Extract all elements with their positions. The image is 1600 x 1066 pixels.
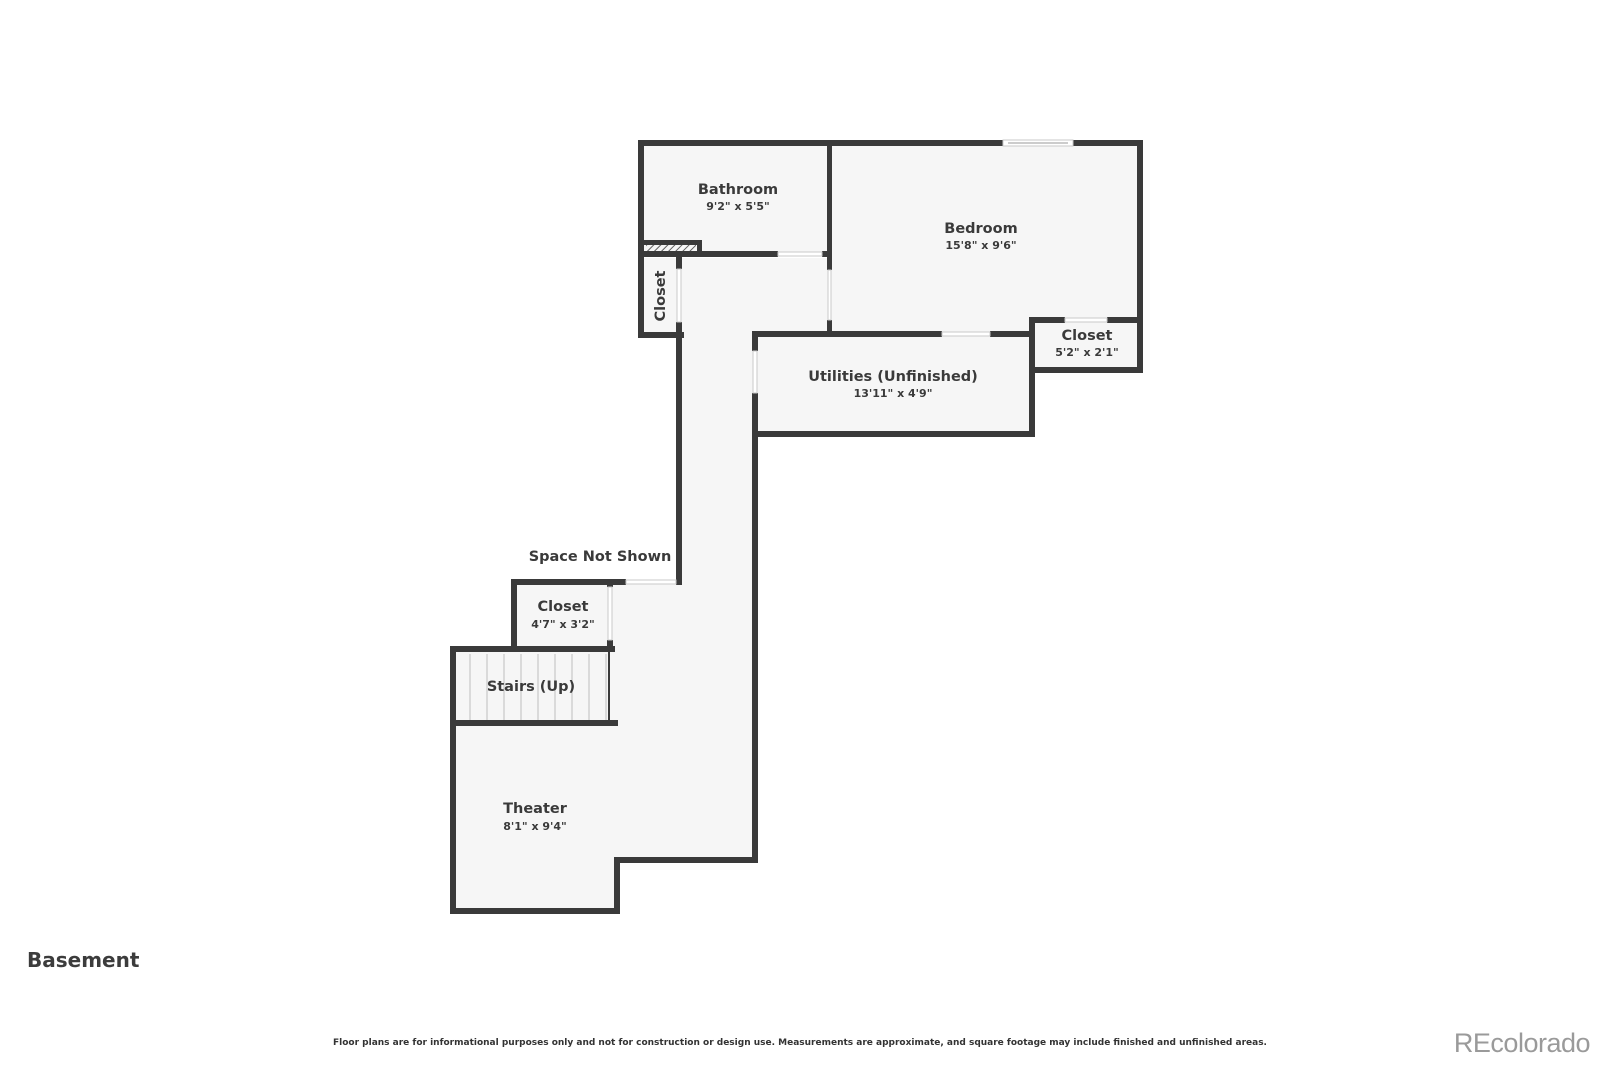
- bathroom-floor: [643, 143, 828, 255]
- closet-stairs-floor: [514, 582, 612, 649]
- utilities-dimensions: 13'11" x 4'9": [854, 387, 933, 400]
- stairs-floor: [453, 651, 613, 723]
- stairs-name: Stairs (Up): [487, 679, 575, 695]
- bedroom-floor: [830, 143, 1140, 333]
- bedroom-name: Bedroom: [944, 221, 1017, 237]
- hall-closet-door-opening: [676, 268, 682, 323]
- bathroom-dimensions: 9'2" x 5'5": [706, 200, 770, 213]
- theater-dimensions: 8'1" x 9'4": [503, 820, 567, 833]
- bathroom-door-opening: [777, 251, 823, 257]
- closet-bedroom-dimensions: 5'2" x 2'1": [1055, 346, 1119, 359]
- utilities-floor: [755, 336, 1033, 434]
- utilities-name: Utilities (Unfinished): [808, 369, 978, 385]
- bedroom-closet-door-opening: [1064, 317, 1108, 323]
- utilities-side-door-opening: [752, 350, 758, 394]
- theater-name: Theater: [503, 801, 568, 817]
- space-not-shown-opening: [625, 579, 677, 585]
- bedroom-dimensions: 15'8" x 9'6": [945, 239, 1016, 252]
- theater-floor: [453, 723, 755, 862]
- walls: [450, 140, 1143, 914]
- hall-closet-floor: [643, 258, 678, 335]
- closet-stairs-name: Closet: [538, 599, 589, 615]
- bedroom-door-opening: [827, 269, 832, 321]
- space-not-shown-label: Space Not Shown: [529, 549, 672, 565]
- hatched-wall-segment: [646, 245, 696, 251]
- stair-treads: [469, 654, 607, 720]
- openings: [607, 139, 1108, 641]
- closet-bedroom-floor: [1032, 320, 1140, 368]
- recolorado-logo: REcolorado: [1453, 1028, 1591, 1058]
- bathroom-name: Bathroom: [698, 182, 778, 198]
- room-labels: Bathroom 9'2" x 5'5" Bedroom 15'8" x 9'6…: [487, 182, 1119, 833]
- closet-bedroom-name: Closet: [1062, 328, 1113, 344]
- utilities-door-opening: [941, 331, 991, 337]
- floor-label: Basement: [27, 948, 140, 972]
- closet-stairs-door-opening: [607, 586, 613, 641]
- theater-floor-2: [453, 858, 618, 911]
- hall-closet-name: Closet: [653, 270, 669, 321]
- disclaimer-text: Floor plans are for informational purpos…: [333, 1038, 1267, 1048]
- floor-fills: [453, 143, 1140, 911]
- closet-stairs-dimensions: 4'7" x 3'2": [531, 618, 595, 631]
